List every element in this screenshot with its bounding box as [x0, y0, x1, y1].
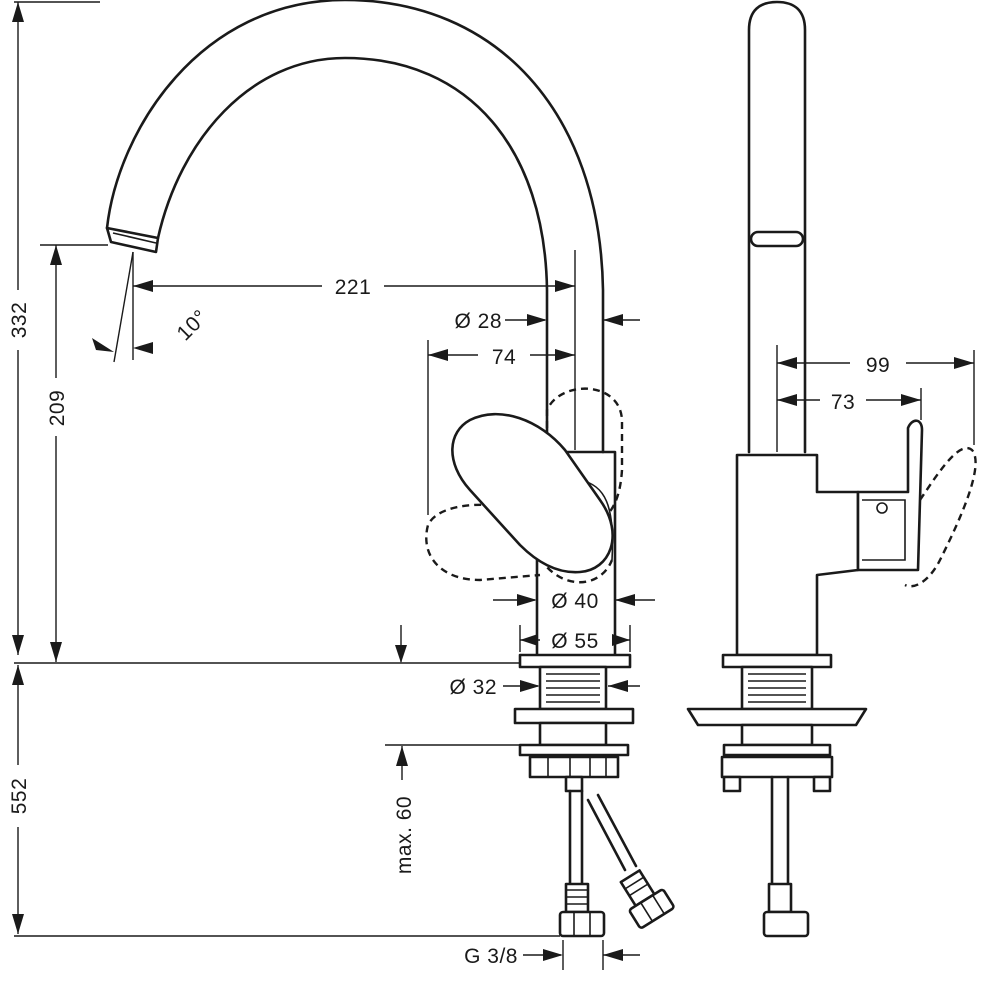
side-counter-plate [686, 707, 868, 727]
dim-side-handle-depth: 73 [831, 391, 855, 414]
dim-handle-offset: 74 [492, 346, 516, 369]
side-body [735, 453, 860, 657]
dim-reach: 221 [335, 276, 372, 299]
aerator [105, 226, 160, 254]
dim-max-counter: max. 60 [393, 796, 416, 874]
spout-tube [105, 0, 605, 454]
counter-plate [513, 707, 635, 725]
side-spout [747, 0, 807, 454]
supply-hose-angled [586, 793, 638, 872]
lever-handle [451, 412, 614, 574]
side-view [686, 0, 977, 938]
hose-nut-left [564, 882, 590, 914]
fixing-nut [528, 755, 620, 779]
fixing-washer [518, 743, 630, 757]
dim-swivel-angle: 10° [173, 306, 213, 346]
side-handle [856, 419, 924, 572]
front-view [105, 0, 675, 938]
dim-base-diameter: Ø 55 [551, 630, 599, 653]
handle-alt-up [545, 387, 624, 521]
supply-hose-straight [568, 789, 584, 886]
side-flange [721, 653, 833, 669]
spout-tube-inner [156, 56, 549, 454]
deck-flange [518, 653, 632, 669]
dimension-lines [12, 1, 975, 970]
dim-below-counter: 552 [8, 778, 31, 815]
dim-total-height: 332 [8, 302, 31, 339]
dimension-labels: 332 209 552 221 10° Ø 28 74 Ø 40 Ø 55 Ø … [4, 272, 906, 968]
dim-shank-diameter: Ø 32 [449, 676, 497, 699]
dim-side-overall-depth: 99 [866, 354, 890, 377]
dim-spout-height: 209 [46, 390, 69, 427]
side-nut [720, 755, 834, 779]
dim-body-diameter: Ø 40 [551, 590, 599, 613]
dim-connection-thread: G 3/8 [464, 945, 518, 968]
side-handle-alt [904, 446, 977, 588]
side-aerator [749, 230, 805, 248]
dim-spout-diameter: Ø 28 [454, 310, 502, 333]
